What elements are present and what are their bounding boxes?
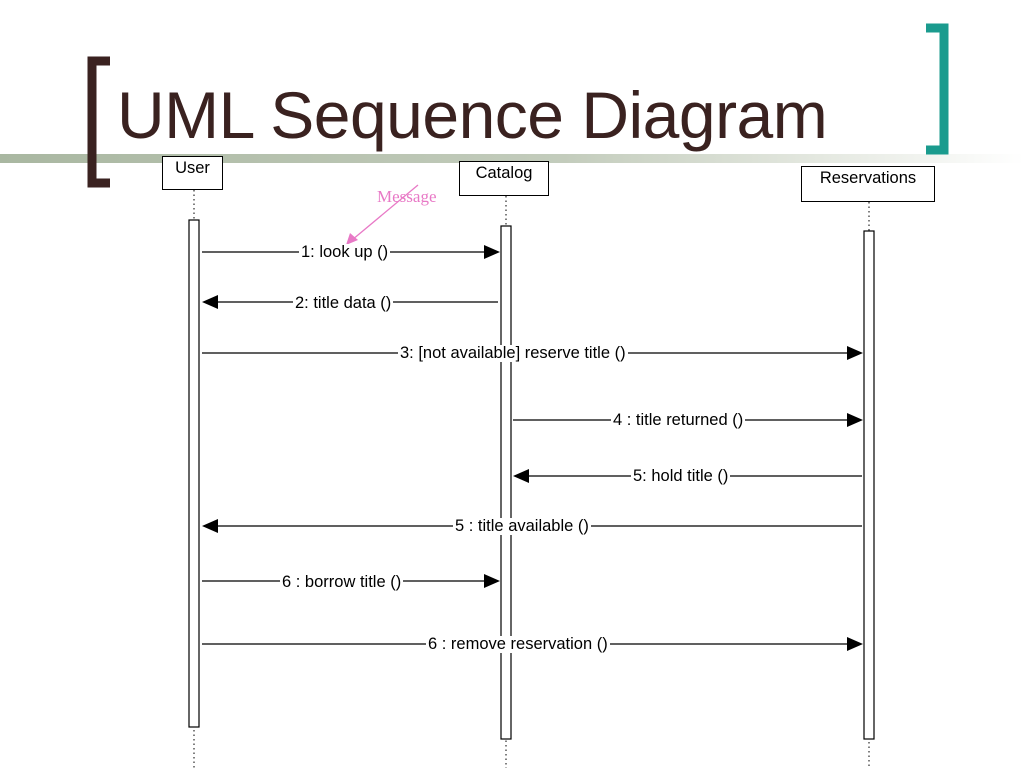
message-label-4: 4 : title returned () <box>611 411 746 429</box>
note-pointer-arrowhead <box>346 233 358 245</box>
left-bracket-decor <box>87 56 110 188</box>
message-label-1: 1: look up () <box>299 243 391 261</box>
participant-reservations: Reservations <box>801 166 935 202</box>
message-label-2: 2: title data () <box>293 294 394 312</box>
message-arrowhead-2 <box>202 295 218 309</box>
message-label-7: 6 : borrow title () <box>280 573 404 591</box>
participant-catalog: Catalog <box>459 161 549 196</box>
message-arrowhead-7 <box>484 574 500 588</box>
title-decor-bar <box>0 154 1024 163</box>
message-arrowhead-8 <box>847 637 863 651</box>
message-label-3: 3: [not available] reserve title () <box>398 344 628 362</box>
slide-title: UML Sequence Diagram <box>117 78 828 152</box>
message-arrowhead-1 <box>484 245 500 259</box>
message-arrowhead-6 <box>202 519 218 533</box>
right-bracket-decor <box>926 23 949 155</box>
message-note: Message <box>377 187 437 206</box>
message-label-6: 5 : title available () <box>453 517 591 535</box>
message-arrowhead-5 <box>513 469 529 483</box>
message-label-5: 5: hold title () <box>631 467 731 485</box>
note-pointer-line <box>351 184 419 241</box>
activation-bar-reservations <box>863 230 875 740</box>
message-arrowhead-3 <box>847 346 863 360</box>
message-label-8: 6 : remove reservation () <box>426 635 610 653</box>
activation-bar-user <box>188 219 200 728</box>
message-arrowhead-4 <box>847 413 863 427</box>
participant-user: User <box>162 156 223 190</box>
activation-bar-catalog <box>500 225 512 740</box>
